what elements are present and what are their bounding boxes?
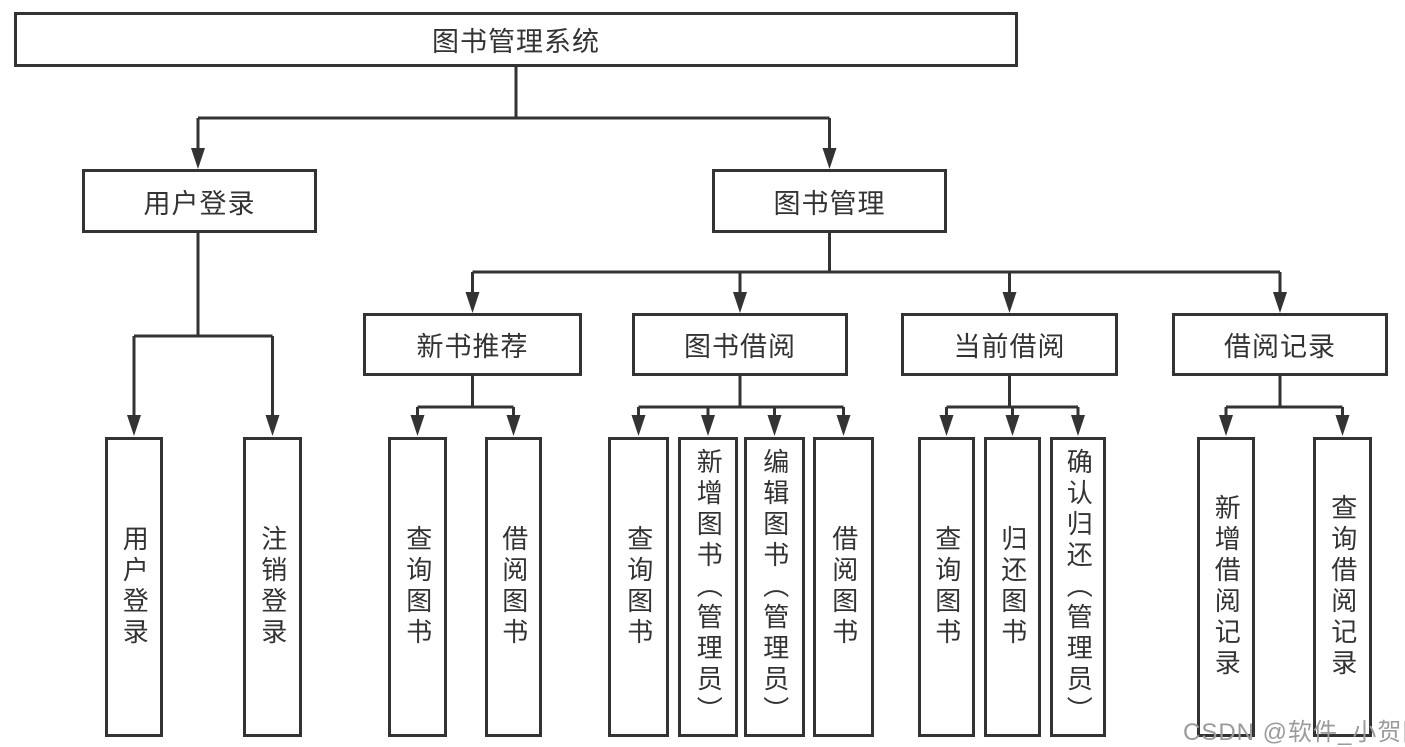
- node-label: 新增借阅记录: [1211, 494, 1242, 680]
- node-current-borrowing: 当前借阅: [901, 313, 1118, 376]
- node-label: 图书管理系统: [432, 27, 600, 57]
- node-label: 图书借阅: [684, 332, 796, 362]
- node-label: 新增图书（管理员）: [693, 447, 724, 727]
- node-label: 查询借阅记录: [1327, 494, 1358, 680]
- node-label: 注销登录: [257, 525, 288, 649]
- node-book-management: 图书管理: [712, 169, 947, 233]
- node-label: 当前借阅: [953, 332, 1066, 362]
- leaf-logout: 注销登录: [243, 437, 302, 737]
- node-label: 用户登录: [119, 525, 150, 649]
- leaf-query-books: 查询图书: [608, 437, 669, 737]
- node-label: 图书管理: [773, 188, 886, 219]
- watermark: CSDN @软件_小贺同学: [1183, 719, 1405, 746]
- leaf-return-books: 归还图书: [984, 437, 1041, 737]
- node-book-borrowing: 图书借阅: [632, 313, 848, 376]
- leaf-query-books: 查询图书: [918, 437, 975, 737]
- node-label: 编辑图书（管理员）: [759, 447, 790, 727]
- leaf-query-books: 查询图书: [388, 437, 447, 737]
- node-label: 归还图书: [997, 525, 1028, 649]
- node-user-login: 用户登录: [82, 169, 317, 233]
- leaf-query-borrowing-record: 查询借阅记录: [1313, 437, 1372, 737]
- node-label: 确认归还（管理员）: [1063, 447, 1094, 727]
- leaf-user-login: 用户登录: [105, 437, 163, 737]
- leaf-borrow-books: 借阅图书: [485, 437, 542, 737]
- leaf-borrow-books: 借阅图书: [813, 437, 874, 737]
- node-library-system: 图书管理系统: [14, 12, 1018, 67]
- node-label: 查询图书: [931, 525, 962, 649]
- leaf-add-borrowing-record: 新增借阅记录: [1197, 437, 1255, 737]
- node-label: 查询图书: [402, 525, 433, 649]
- leaf-confirm-return-admin: 确认归还（管理员）: [1050, 437, 1106, 737]
- node-label: 查询图书: [623, 525, 654, 649]
- node-label: 用户登录: [143, 188, 256, 219]
- node-label: 借阅图书: [828, 525, 859, 649]
- node-label: 借阅记录: [1224, 332, 1336, 362]
- node-new-book-recommendation: 新书推荐: [363, 313, 582, 376]
- leaf-edit-books-admin: 编辑图书（管理员）: [744, 437, 805, 737]
- leaf-add-books-admin: 新增图书（管理员）: [678, 437, 738, 737]
- node-label: 新书推荐: [416, 332, 529, 362]
- node-borrowing-records: 借阅记录: [1172, 313, 1388, 376]
- node-label: 借阅图书: [498, 525, 529, 649]
- arrowhead-icons: [127, 148, 1350, 436]
